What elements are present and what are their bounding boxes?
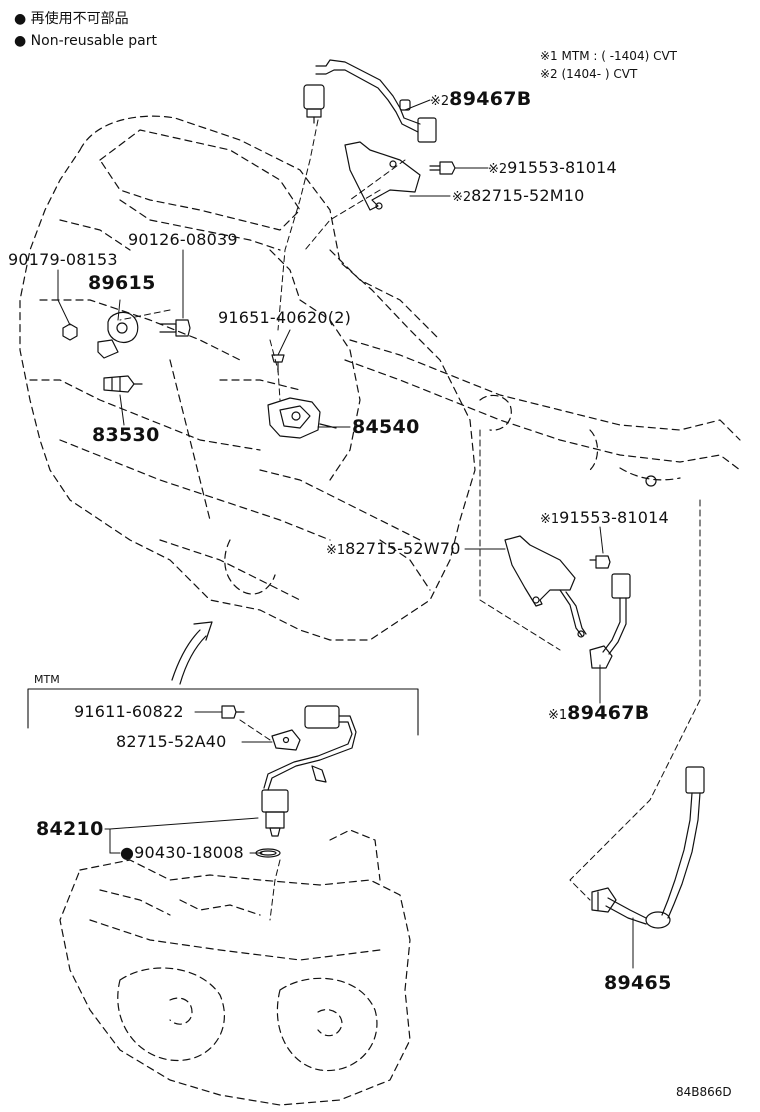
mtm-frame xyxy=(27,688,419,736)
legend-line-1: ● 再使用不可部品 xyxy=(14,12,129,26)
knock-sensor-89615 xyxy=(97,311,139,359)
label-91553-top: ※291553-81014 xyxy=(488,158,617,177)
part-number: 82715-52M10 xyxy=(471,186,585,205)
label-83530: 83530 xyxy=(92,424,160,446)
part-number: 89467B xyxy=(449,88,532,110)
exhaust-pipe-outline xyxy=(344,339,741,481)
non-reusable-dot-icon: ● xyxy=(120,843,135,862)
oxygen-sensor-89465 xyxy=(591,766,705,929)
bracket-top xyxy=(344,141,421,211)
legend-english-text: Non-reusable part xyxy=(30,33,157,49)
engine-outline xyxy=(19,115,476,641)
legend-line-2: ● Non-reusable part xyxy=(14,34,157,48)
solid-leaders xyxy=(57,99,634,969)
switch-84540 xyxy=(267,397,337,439)
section-label-mtm: MTM xyxy=(34,673,60,686)
label-91611-60822: 91611-60822 xyxy=(74,702,184,721)
label-89467b-top: ※289467B xyxy=(430,90,532,109)
bolt-91651 xyxy=(271,354,285,373)
label-89467b-bottom: ※189467B xyxy=(548,704,650,723)
non-reusable-dot-icon: ● xyxy=(14,11,27,27)
bracket-82715-52a40 xyxy=(271,729,327,783)
part-number: 91553-81014 xyxy=(507,158,617,177)
oxygen-sensor-top xyxy=(303,59,437,143)
transmission-outline xyxy=(59,829,411,1106)
label-90126-08039: 90126-08039 xyxy=(128,230,238,249)
speed-sensor-84210 xyxy=(261,705,357,837)
legend-japanese-text: 再使用不可部品 xyxy=(30,11,129,27)
ref-mark-2: ※2 xyxy=(430,94,450,109)
bolt-top-91553 xyxy=(429,161,456,175)
part-number: 82715-52W70 xyxy=(345,539,461,558)
part-number: 89467B xyxy=(567,702,650,724)
ref-mark-1: ※1 xyxy=(540,512,560,527)
oxygen-sensor-mid xyxy=(589,573,631,669)
nut-90179 xyxy=(62,323,78,341)
note-2: ※2 (1404- ) CVT xyxy=(540,67,638,81)
ref-mark-1: ※1 xyxy=(326,543,346,558)
bolt-91611 xyxy=(221,705,245,719)
label-84210: 84210 xyxy=(36,818,104,840)
label-90179-08153: 90179-08153 xyxy=(8,250,118,269)
bracket-mid xyxy=(504,535,587,638)
label-82715-52m10: ※282715-52M10 xyxy=(452,186,585,205)
part-number: 91553-81014 xyxy=(559,508,669,527)
oil-pressure-switch-83530 xyxy=(103,375,143,393)
non-reusable-dot-icon: ● xyxy=(14,33,27,49)
direction-arrow xyxy=(171,621,213,685)
o-ring-90430 xyxy=(255,848,281,858)
ref-mark-2: ※2 xyxy=(488,162,508,177)
leader-lines xyxy=(119,119,701,921)
label-91553-mid: ※191553-81014 xyxy=(540,508,669,527)
part-number: 90430-18008 xyxy=(134,843,244,862)
label-90430-18008: ●90430-18008 xyxy=(120,845,244,861)
label-91651-40620: 91651-40620(2) xyxy=(218,308,352,327)
ref-mark-2: ※2 xyxy=(452,190,472,205)
diagram-code: 84B866D xyxy=(676,1085,732,1099)
label-89615: 89615 xyxy=(88,272,156,294)
ref-mark-1: ※1 xyxy=(548,708,568,723)
label-84540: 84540 xyxy=(352,416,420,438)
note-1: ※1 MTM : ( -1404) CVT xyxy=(540,49,677,63)
bolt-mid-91553 xyxy=(589,555,611,569)
label-82715-52w70: ※182715-52W70 xyxy=(326,539,461,558)
label-89465: 89465 xyxy=(604,972,672,994)
label-82715-52a40: 82715-52A40 xyxy=(116,732,227,751)
bolt-90126 xyxy=(159,319,191,337)
